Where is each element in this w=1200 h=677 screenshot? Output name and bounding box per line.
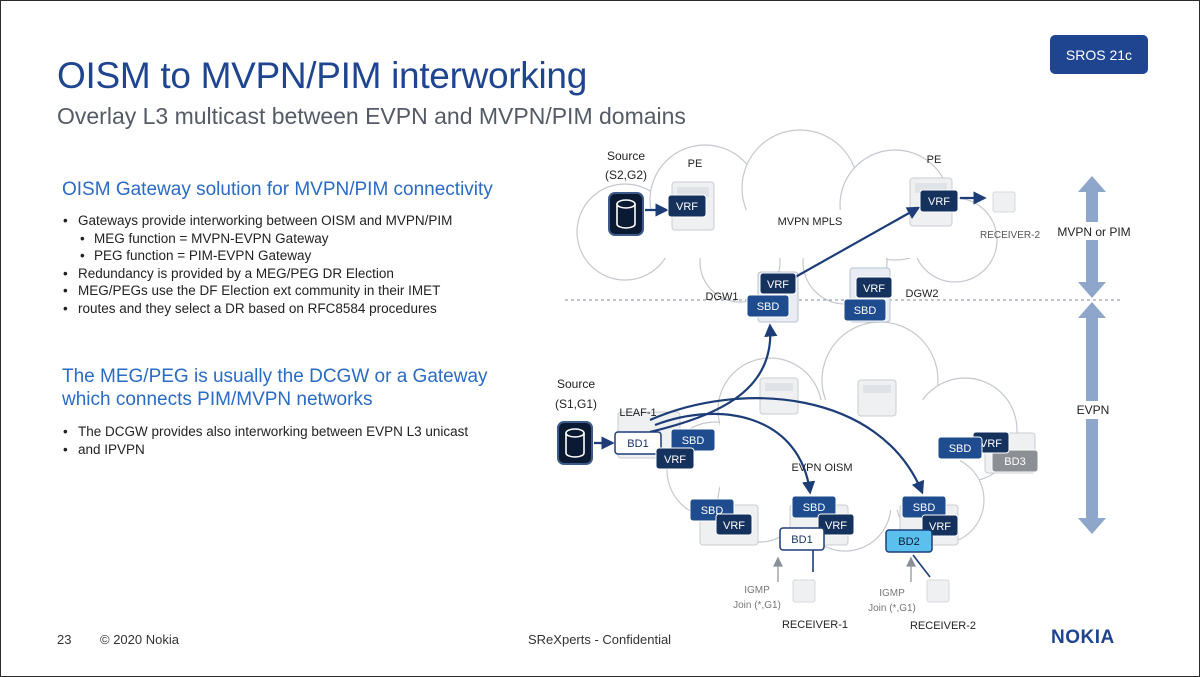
- page-number: 23: [57, 632, 72, 647]
- bd1-box: BD1: [614, 431, 662, 455]
- dgw1-label: DGW1: [706, 291, 739, 303]
- arrow: [649, 323, 778, 434]
- vrf-box: VRF: [667, 194, 707, 218]
- sbd-box: SBD: [937, 436, 983, 460]
- sub-bullet: MEG function = MVPN-EVPN Gateway: [62, 230, 522, 248]
- mvpn-or-pim-label: MVPN or PIM: [1057, 225, 1130, 239]
- nokia-logo: NOKIA: [1051, 627, 1115, 648]
- svg-text:VRF: VRF: [767, 279, 789, 291]
- svg-text:SBD: SBD: [949, 443, 972, 455]
- bullet: Redundancy is provided by a MEG/PEG DR E…: [62, 265, 522, 283]
- bullet-continuation: and IPVPN: [62, 441, 522, 459]
- source-left-group: (S1,G1): [555, 397, 597, 411]
- vrf-box: VRF: [715, 513, 753, 536]
- svg-text:VRF: VRF: [676, 201, 698, 213]
- source-top-label: Source: [607, 149, 645, 163]
- receiver1-label: RECEIVER-1: [782, 619, 848, 631]
- svg-text:SBD: SBD: [682, 435, 705, 447]
- dgw2-label: DGW2: [906, 288, 939, 300]
- igmp-join-label: IGMP: [879, 588, 905, 599]
- section1-heading: OISM Gateway solution for MVPN/PIM conne…: [62, 179, 493, 200]
- sub-bullet: PEG function = PIM-EVPN Gateway: [62, 247, 522, 265]
- bullet-continuation: routes and they select a DR based on RFC…: [62, 300, 522, 318]
- receiver-icon: [926, 579, 950, 603]
- domain-label-bg: [1070, 401, 1116, 419]
- receiver2-top-label: RECEIVER-2: [980, 230, 1040, 241]
- svg-text:SBD: SBD: [803, 502, 826, 514]
- svg-text:VRF: VRF: [980, 438, 1002, 450]
- slide-title: OISM to MVPN/PIM interworking: [57, 55, 587, 96]
- vrf-box: VRF: [817, 513, 855, 536]
- switch-icon: [857, 379, 897, 417]
- arrow: [649, 397, 925, 495]
- bullet: The DCGW provides also interworking betw…: [62, 423, 522, 441]
- bd3-box: BD3: [991, 449, 1039, 473]
- arrow: [654, 412, 816, 495]
- svg-text:SBD: SBD: [913, 502, 936, 514]
- igmp-join-group: Join (*,G1): [868, 603, 916, 614]
- igmp-join-group: Join (*,G1): [733, 600, 781, 611]
- arrow: [912, 554, 931, 578]
- section1-bullets: Gateways provide interworking between OI…: [62, 212, 522, 317]
- confidential-label: SReXperts - Confidential: [528, 632, 672, 647]
- database-icon: [608, 192, 644, 236]
- vrf-box: VRF: [655, 447, 695, 470]
- pe-right-label: PE: [927, 154, 942, 166]
- svg-text:SBD: SBD: [757, 301, 780, 313]
- leaf1-label: LEAF-1: [619, 407, 656, 419]
- evpn-cloud-fill: [720, 400, 960, 510]
- svg-text:BD3: BD3: [1004, 456, 1025, 468]
- bd2-box: BD2: [885, 529, 933, 553]
- receiver-icon: [792, 579, 816, 603]
- vrf-box: VRF: [759, 272, 797, 295]
- sbd-box: SBD: [791, 495, 837, 519]
- sbd-box: SBD: [670, 428, 716, 452]
- sbd-box: SBD: [843, 298, 887, 322]
- svg-text:BD1: BD1: [791, 534, 812, 546]
- receiver2-label: RECEIVER-2: [910, 620, 976, 632]
- section2-bullets: The DCGW provides also interworking betw…: [62, 423, 522, 458]
- vrf-box: VRF: [919, 189, 959, 213]
- multicast-flows: [594, 191, 987, 495]
- svg-text:VRF: VRF: [723, 520, 745, 532]
- version-badge: SROS 21c: [1050, 35, 1148, 74]
- svg-text:BD2: BD2: [898, 536, 919, 548]
- database-icon: [557, 421, 593, 465]
- switch-icon: [759, 377, 799, 415]
- svg-text:VRF: VRF: [863, 283, 885, 295]
- bullet: Gateways provide interworking between OI…: [62, 212, 522, 230]
- bd1-box: BD1: [779, 527, 825, 551]
- arrow: [789, 206, 921, 281]
- evpn-oism-label: EVPN OISM: [791, 462, 852, 474]
- slide-subtitle: Overlay L3 multicast between EVPN and MV…: [57, 103, 686, 129]
- section2-heading-line2: which connects PIM/MVPN networks: [62, 389, 373, 410]
- svg-text:VRF: VRF: [928, 196, 950, 208]
- sbd-box: SBD: [901, 495, 947, 519]
- svg-text:VRF: VRF: [664, 454, 686, 466]
- igmp-arrows: [773, 556, 916, 582]
- section2-heading-line1: The MEG/PEG is usually the DCGW or a Gat…: [62, 366, 488, 387]
- vrf-box: VRF: [855, 276, 893, 299]
- source-top-group: (S2,G2): [605, 168, 647, 182]
- svg-text:VRF: VRF: [825, 520, 847, 532]
- svg-text:VRF: VRF: [929, 521, 951, 533]
- evpn-label: EVPN: [1077, 403, 1110, 417]
- igmp-join-label: IGMP: [744, 585, 770, 596]
- svg-text:BD1: BD1: [627, 438, 648, 450]
- section2-heading: The MEG/PEG is usually the DCGW or a Gat…: [62, 365, 488, 411]
- copyright: © 2020 Nokia: [100, 632, 179, 647]
- pe-left-label: PE: [688, 158, 703, 170]
- bullet: MEG/PEGs use the DF Election ext communi…: [62, 282, 522, 300]
- receiver-icon: [992, 191, 1016, 213]
- domain-label-bg: [1055, 222, 1131, 240]
- source-left-label: Source: [557, 377, 595, 391]
- mvpn-mpls-label: MVPN MPLS: [778, 216, 843, 228]
- svg-text:SBD: SBD: [854, 305, 877, 317]
- sbd-box: SBD: [746, 294, 790, 318]
